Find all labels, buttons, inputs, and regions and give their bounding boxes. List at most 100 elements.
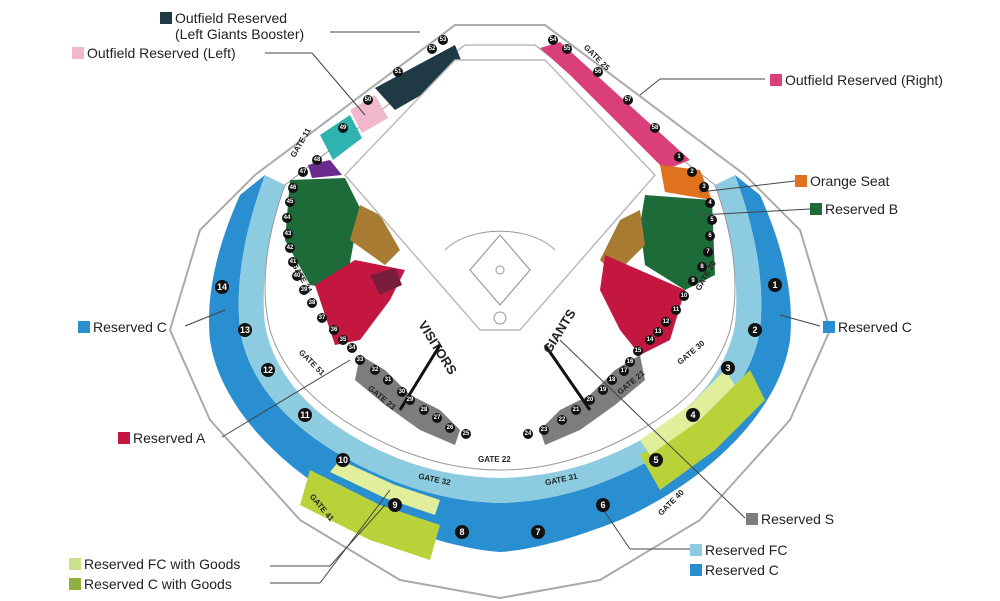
block-number-outer-left: 11 (298, 408, 312, 422)
legend-reserved-fc: Reserved FC (690, 542, 787, 558)
legend-reserved-b: Reserved B (810, 201, 898, 217)
block-number-left-inner: 44 (282, 213, 292, 223)
block-number-outfield-left: 49 (338, 123, 348, 133)
legend-label: Reserved C (93, 319, 167, 335)
dugout-left (350, 205, 400, 265)
block-number-left-inner: 42 (285, 243, 295, 253)
reserved-a-left-dark[interactable] (370, 268, 402, 295)
block-number-right-inner: 7 (703, 247, 713, 257)
block-number-outfield-right: 54 (548, 35, 558, 45)
block-number-outfield-left: 50 (363, 95, 373, 105)
legend-swatch (810, 203, 822, 215)
block-number-left-inner: 43 (283, 229, 293, 239)
block-number-right-inner: 1 (674, 152, 684, 162)
block-number-right-inner: 16 (625, 357, 635, 367)
block-number-left-inner: 39 (299, 285, 309, 295)
block-number-right-inner: 4 (705, 198, 715, 208)
block-number-left-inner: 28 (419, 405, 429, 415)
block-number-left-inner: 41 (288, 257, 298, 267)
block-number-right-inner: 13 (653, 327, 663, 337)
block-number-left-inner: 27 (432, 413, 442, 423)
block-number-right-inner: 11 (671, 305, 681, 315)
block-number-right-inner: 12 (661, 317, 671, 327)
block-number-outfield-right: 58 (650, 123, 660, 133)
block-number-right-inner: 9 (688, 276, 698, 286)
block-number-outfield-right: 56 (593, 67, 603, 77)
reserved-c-goods-left[interactable] (300, 470, 440, 560)
outfield-reserved-left[interactable] (350, 95, 388, 133)
legend-label: Reserved C (705, 562, 779, 578)
legend-orange-seat: Orange Seat (795, 173, 889, 189)
block-number-left-inner: 29 (405, 395, 415, 405)
block-number-right-inner: 22 (557, 415, 567, 425)
block-number-left-inner: 34 (347, 343, 357, 353)
block-number-right-inner: 5 (707, 215, 717, 225)
legend-swatch (118, 432, 130, 444)
block-number-left-inner: 46 (288, 183, 298, 193)
reserved-c-goods-right[interactable] (640, 370, 765, 490)
legend-label-line2: (Left Giants Booster) (175, 26, 305, 42)
block-number-left-inner: 40 (292, 271, 302, 281)
legend-reserved-c-right: Reserved C (823, 319, 912, 335)
block-number-outer-left: 13 (238, 323, 252, 337)
block-number-left-inner: 30 (397, 387, 407, 397)
block-number-left-inner: 25 (461, 429, 471, 439)
block-number-left-inner: 37 (317, 313, 327, 323)
legend-swatch (69, 578, 81, 590)
block-number-outer-left: 9 (388, 498, 402, 512)
block-number-left-inner: 47 (298, 167, 308, 177)
block-number-left-inner: 45 (285, 197, 295, 207)
infield-diamond (469, 234, 531, 306)
block-number-left-inner: 35 (338, 335, 348, 345)
legend-label: Reserved FC (705, 542, 788, 558)
legend-label: Reserved B (825, 201, 899, 217)
legend-reserved-fc-goods: Reserved FC with Goods (69, 556, 240, 572)
block-number-left-inner: 38 (307, 298, 317, 308)
block-number-outer-right: 1 (768, 278, 782, 292)
outfield-giants-booster[interactable] (375, 45, 465, 110)
legend-swatch (72, 47, 84, 59)
reserved-fc-goods-left[interactable] (330, 460, 440, 515)
block-number-right-inner: 2 (687, 167, 697, 177)
legend-swatch (690, 544, 702, 556)
outfield-left-teal[interactable] (320, 115, 362, 160)
block-number-outfield-left: 52 (427, 44, 437, 54)
legend-label: Orange Seat (810, 173, 890, 189)
block-number-outfield-right: 57 (623, 95, 633, 105)
field-outfield (343, 59, 657, 331)
block-number-left-inner: 33 (355, 355, 365, 365)
legend-label: Outfield Reserved (Right) (785, 72, 943, 88)
legend-swatch (69, 558, 81, 570)
block-number-left-inner: 26 (445, 423, 455, 433)
block-number-outfield-left: 53 (438, 35, 448, 45)
legend-reserved-c-left: Reserved C (78, 319, 167, 335)
block-number-right-inner: 14 (645, 335, 655, 345)
legend-label: Outfield Reserved (175, 10, 288, 26)
block-number-outer-right: 5 (649, 453, 663, 467)
outfield-reserved-right[interactable] (540, 42, 690, 170)
legend-swatch (78, 321, 90, 333)
block-number-outer-right: 6 (596, 498, 610, 512)
leader-lines (184, 31, 821, 584)
legend-label: Reserved FC with Goods (84, 556, 241, 572)
block-number-left-inner: 48 (312, 155, 322, 165)
reserved-a-right[interactable] (600, 255, 685, 355)
block-number-outfield-left: 51 (393, 67, 403, 77)
legend-outfield-left: Outfield Reserved (Left) (72, 45, 236, 61)
block-number-left-inner: 32 (370, 365, 380, 375)
block-number-right-inner: 15 (633, 346, 643, 356)
legend-label: Reserved A (133, 430, 206, 446)
block-number-left-inner: 36 (329, 325, 339, 335)
orange-seat[interactable] (660, 165, 712, 200)
block-number-right-inner: 8 (697, 262, 707, 272)
reserved-b-right[interactable] (640, 195, 715, 290)
reserved-b-left[interactable] (285, 178, 360, 290)
gate-22-label: GATE 22 (478, 455, 511, 464)
block-number-outer-left: 10 (336, 453, 350, 467)
legend-swatch (746, 513, 758, 525)
block-number-right-inner: 23 (539, 425, 549, 435)
block-number-right-inner: 10 (679, 291, 689, 301)
block-number-right-inner: 17 (619, 366, 629, 376)
block-number-outfield-right: 55 (562, 44, 572, 54)
